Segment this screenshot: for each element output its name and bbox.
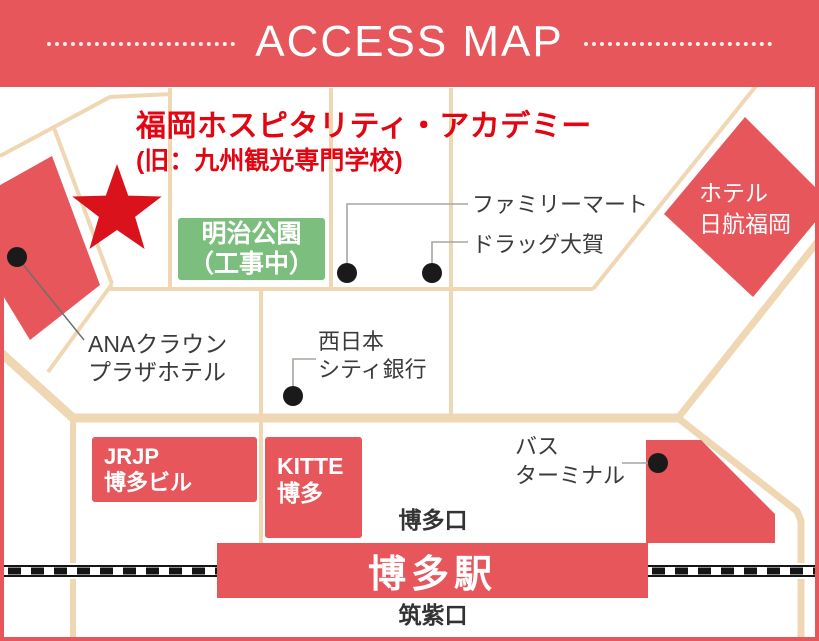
marker-dot-familymart [337,263,357,283]
leader-ana [16,256,85,341]
marker-dot-bank [283,386,303,406]
dotted-line-right-icon [583,41,772,46]
academy-star-icon [72,164,162,249]
hotel-nikko-label: ホテル 日航福岡 [699,180,791,238]
road-diagonal-hotel [591,84,758,291]
access-map-header: ACCESS MAP [0,0,819,87]
ana-hotel-building [0,156,100,340]
border-right [815,85,819,641]
leader-drug-ohga [431,241,468,273]
hakata-station-label: 博多駅 [367,554,497,596]
road-ana-northeast [52,127,114,285]
road-ana-southeast [46,282,114,374]
nishinippon-city-bank-label: 西日本 シティ銀行 [318,329,427,383]
road-thick-southwest [0,348,77,422]
access-map-title: ACCESS MAP [255,16,564,66]
border-bottom [0,637,819,641]
meiji-park-box: 明治公園 （工事中） [178,218,325,280]
chikushi-exit-label: 筑紫口 [398,602,468,628]
drug-ohga-label: ドラッグ大賀 [472,232,605,257]
leader-bank [292,358,316,396]
map-border [0,85,819,641]
road-topleft-diagonal [0,92,173,158]
bus-terminal-building [646,440,775,543]
jrjp-building [92,437,257,502]
bus-terminal-label: バス ターミナル [515,434,626,489]
leader-familymart [346,203,468,273]
kitte-building [265,437,362,538]
marker-dot-bus-terminal [648,453,668,473]
buildings [0,117,819,598]
hakata-station-building [217,543,648,598]
familymart-label: ファミリーマート [472,192,649,217]
jrjp-hakata-bldg-label: JRJP 博多ビル [104,444,193,495]
marker-dot-ana [7,247,27,267]
hotel-nikko-building [664,117,819,297]
ana-crowne-plaza-label: ANAクラウン プラザホテル [88,331,228,386]
road-diagonal-northeast [675,237,819,421]
dotted-line-left-icon [47,41,236,46]
academy-name-label: 福岡ホスピタリティ・アカデミー [136,110,592,143]
marker-dots [7,247,668,473]
kitte-hakata-label: KITTE 博多 [277,453,344,507]
hakata-exit-label: 博多口 [398,507,468,533]
academy-former-name-label: (旧：九州観光専門学校) [136,147,403,175]
border-left [0,290,4,641]
marker-dot-drug-ohga [422,263,442,283]
